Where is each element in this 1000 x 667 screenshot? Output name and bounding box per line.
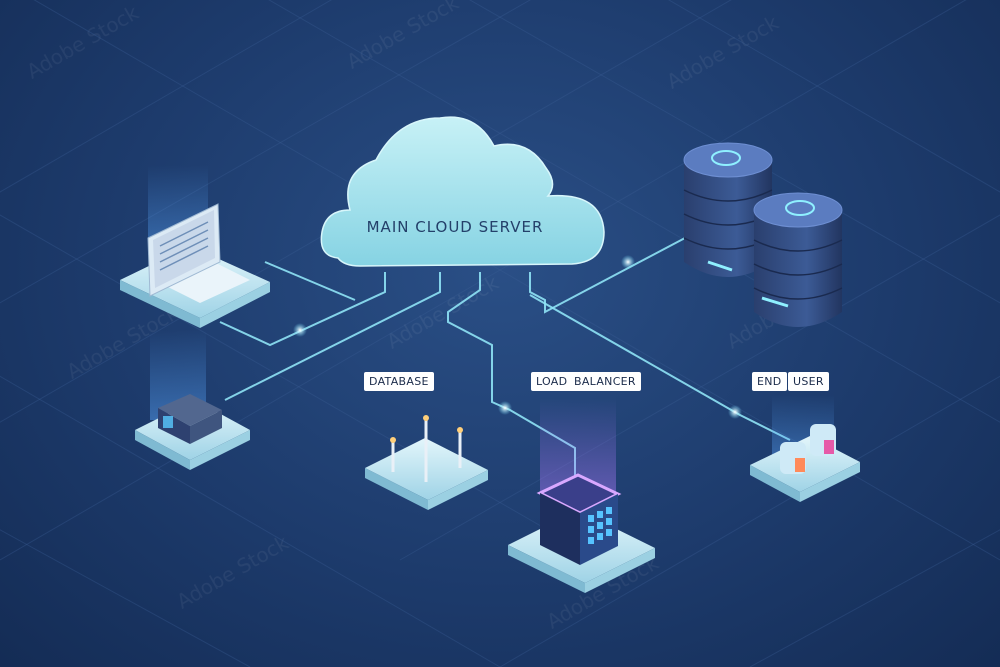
main-cloud-server-icon — [321, 117, 604, 266]
end-label: END — [752, 372, 787, 391]
database-label: DATABASE — [364, 372, 434, 391]
load-label: LOAD — [531, 372, 572, 391]
storage-box-node — [135, 330, 250, 470]
user-label: USER — [788, 372, 829, 391]
stock-id: 1891094429 — [0, 430, 3, 518]
load-balancer-node — [508, 398, 655, 593]
cloud-label: MAIN CLOUD SERVER — [350, 218, 560, 236]
balancer-label: BALANCER — [569, 372, 641, 391]
connection-lines — [220, 238, 790, 480]
server-rack-icon — [754, 193, 842, 327]
database-node — [365, 415, 488, 510]
end-user-node — [750, 395, 860, 502]
laptop-node — [120, 165, 270, 328]
